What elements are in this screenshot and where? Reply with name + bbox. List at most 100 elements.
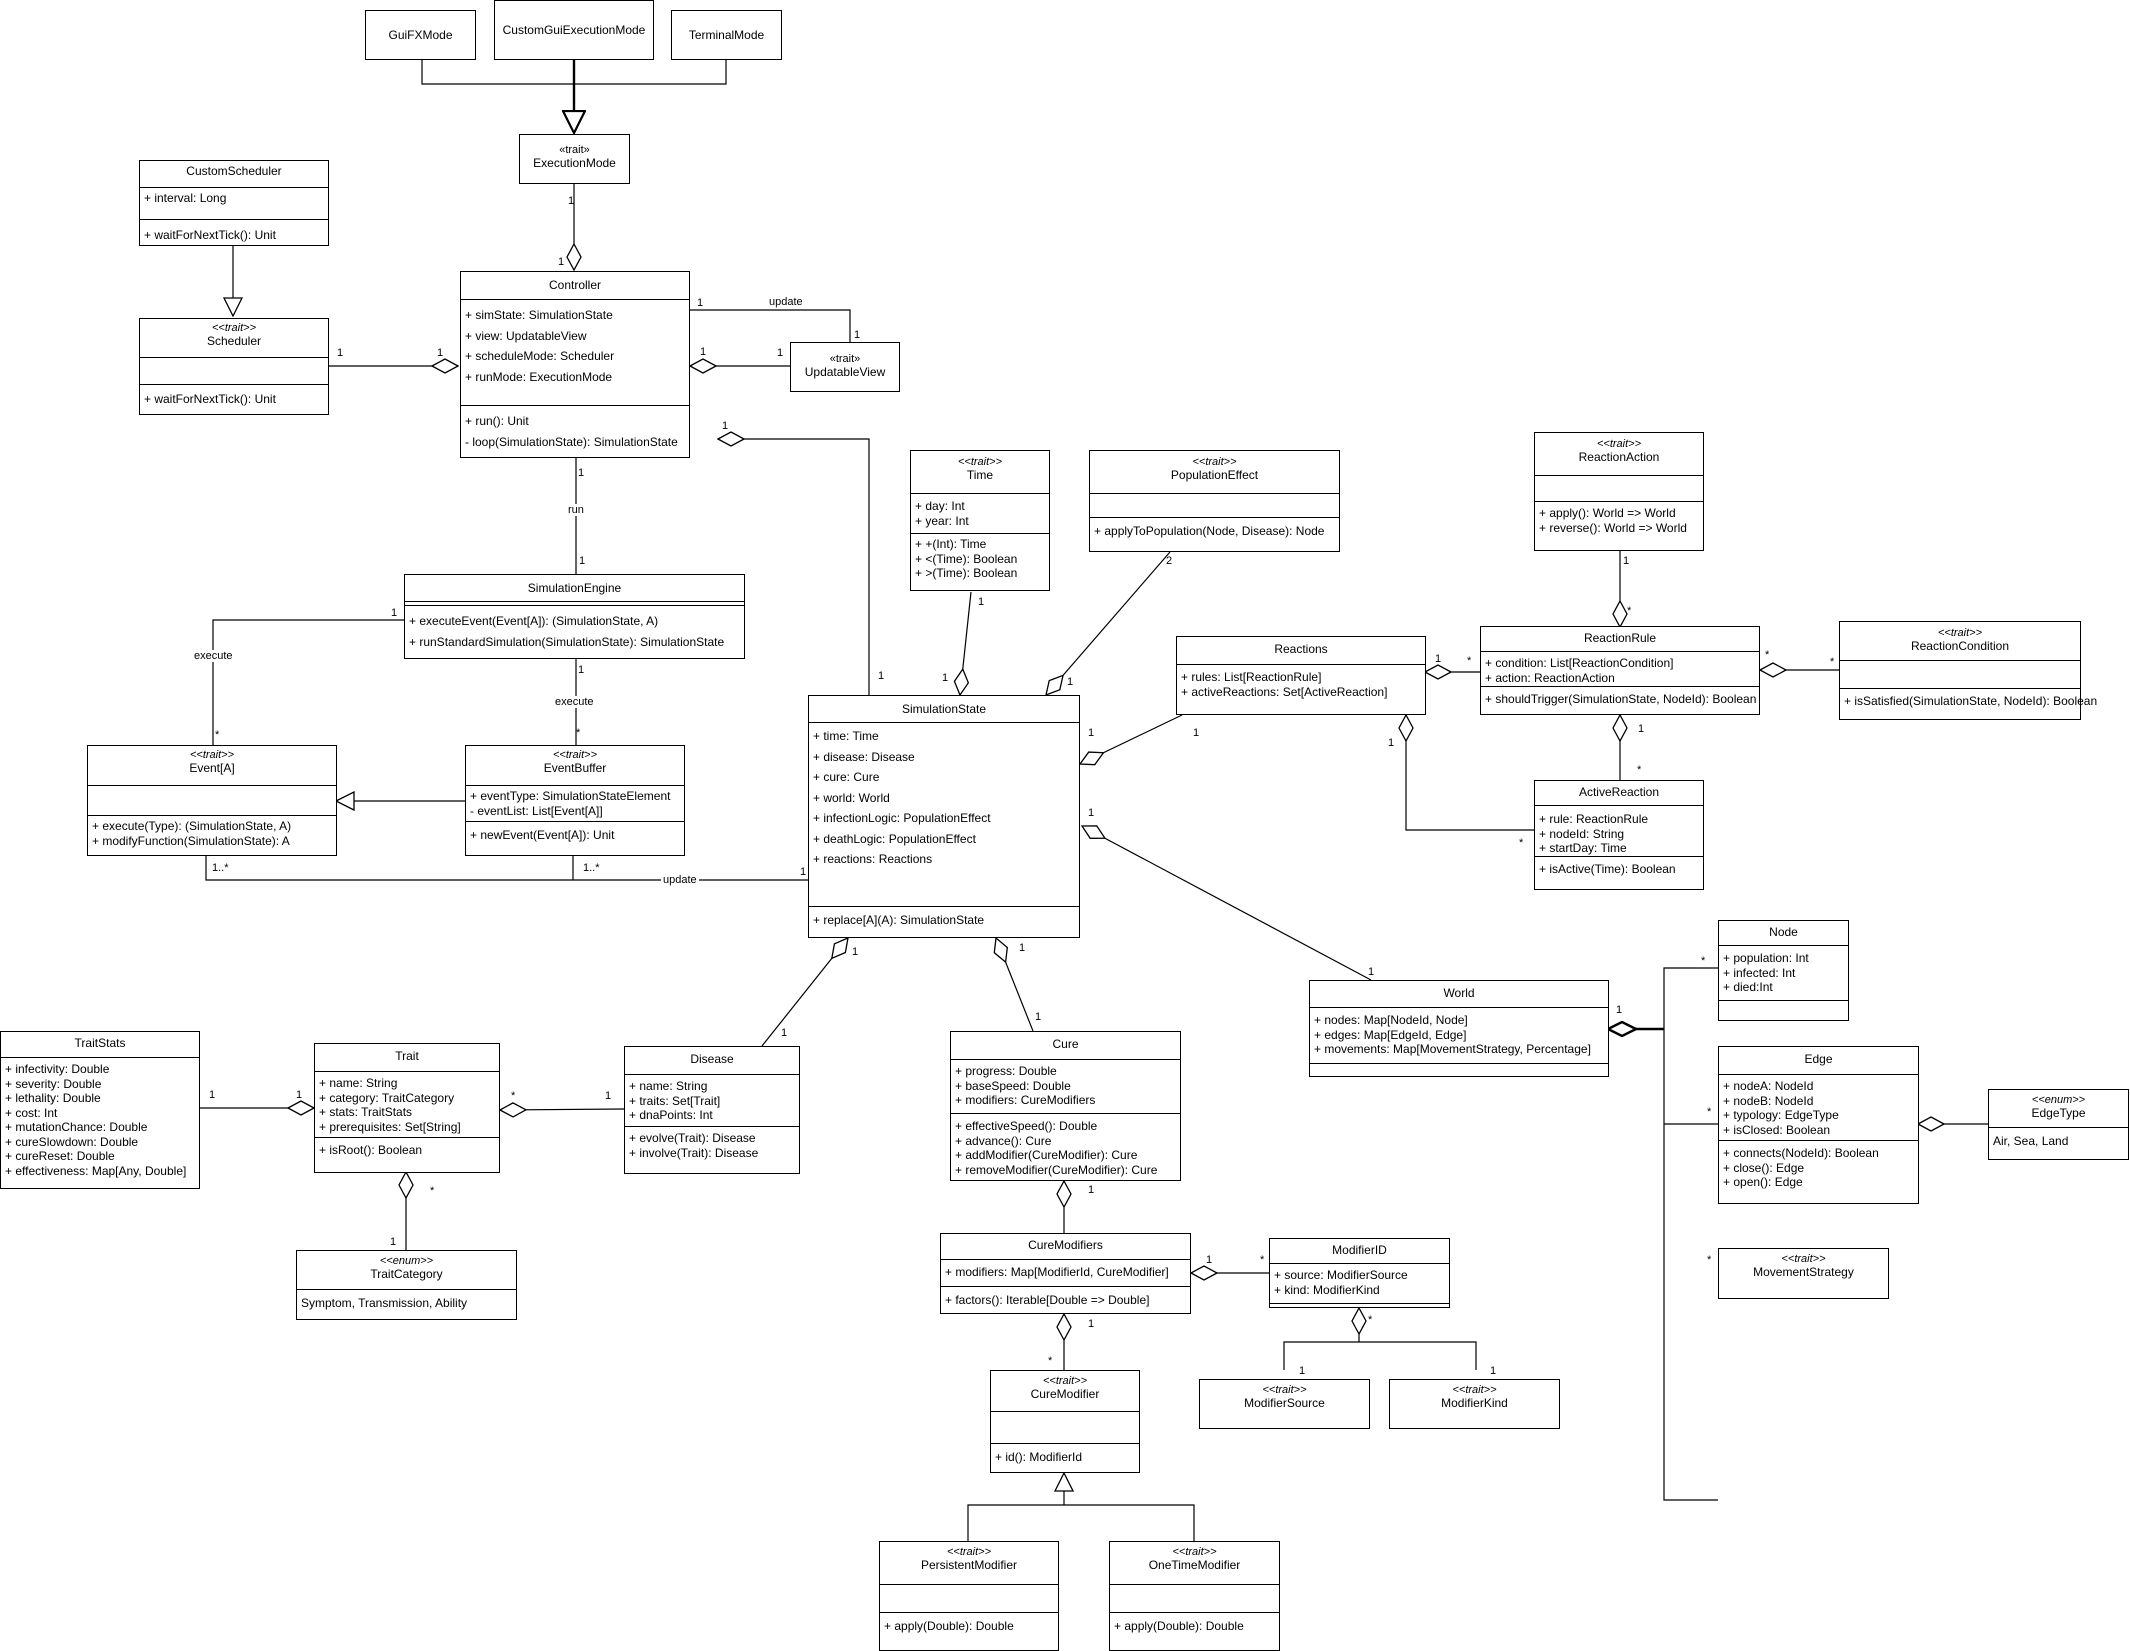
class-population-effect[interactable]: <<trait>> PopulationEffect + applyToPopu… (1089, 450, 1340, 552)
class-name: Node (1769, 925, 1798, 939)
method: + newEvent(Event[A]): Unit (470, 828, 615, 842)
attribute: + nodes: Map[NodeId, Node] (1314, 1013, 1468, 1027)
multiplicity-label: * (1707, 1106, 1712, 1118)
class-name: Edge (1804, 1052, 1833, 1066)
class-node[interactable]: Node + population: Int + infected: Int +… (1718, 920, 1849, 1021)
method: + >(Time): Boolean (915, 566, 1018, 580)
enum-values: Air, Sea, Land (1993, 1134, 2069, 1148)
assoc-state-cure (996, 938, 1034, 1032)
class-name: GuiFXMode (388, 28, 453, 42)
class-custom-gui-execution-mode[interactable]: CustomGuiExecutionMode (494, 0, 654, 60)
multiplicity-label: 1 (558, 256, 565, 268)
class-custom-scheduler[interactable]: CustomScheduler + interval: Long + waitF… (139, 160, 329, 246)
class-stereotype: <<trait>> (1781, 1253, 1826, 1265)
multiplicity-label: * (430, 1185, 435, 1197)
attribute: + infectionLogic: PopulationEffect (813, 811, 991, 825)
class-time[interactable]: <<trait>> Time + day: Int + year: Int + … (910, 450, 1050, 591)
attribute: + kind: ModifierKind (1274, 1282, 1380, 1297)
class-cure-modifier[interactable]: <<trait>> CureModifier + id(): ModifierI… (990, 1370, 1140, 1473)
class-guifx-mode[interactable]: GuiFXMode (365, 10, 476, 60)
association-label-run: run (566, 504, 586, 516)
class-controller[interactable]: Controller + simState: SimulationState +… (460, 271, 690, 458)
assoc-controller-simulationstate (718, 439, 870, 696)
class-modifier-id[interactable]: ModifierID + source: ModifierSource + ki… (1269, 1238, 1450, 1308)
multiplicity-label: 1 (781, 1027, 788, 1039)
attribute: + rule: ReactionRule (1539, 812, 1649, 826)
assoc-state-events-update (205, 855, 808, 881)
assoc-state-time (960, 591, 972, 695)
multiplicity-label: * (1368, 1314, 1373, 1326)
association-label-update: update (769, 296, 803, 308)
class-disease[interactable]: Disease + name: String + traits: Set[Tra… (624, 1046, 800, 1174)
attribute: + traits: Set[Trait] (629, 1093, 721, 1108)
class-cure[interactable]: Cure + progress: Double + baseSpeed: Dou… (950, 1031, 1181, 1181)
attribute: - eventList: List[Event[A]] (470, 803, 603, 818)
class-execution-mode[interactable]: «trait» ExecutionMode (519, 134, 630, 184)
class-modifier-source[interactable]: <<trait>> ModifierSource (1199, 1379, 1370, 1429)
class-edge[interactable]: Edge + nodeA: NodeId + nodeB: NodeId + t… (1718, 1046, 1919, 1204)
attribute: + prerequisites: Set[String] (319, 1119, 461, 1134)
attribute: + population: Int (1723, 951, 1809, 965)
multiplicity-label: 1 (878, 670, 885, 682)
class-name: World (1443, 986, 1475, 1000)
multiplicity-label: 1 (579, 555, 586, 567)
class-cure-modifiers[interactable]: CureModifiers + modifiers: Map[ModifierI… (940, 1233, 1191, 1314)
class-stereotype: <<trait>> (957, 456, 1003, 468)
class-name: Trait (395, 1049, 419, 1063)
class-active-reaction[interactable]: ActiveReaction + rule: ReactionRule + no… (1534, 780, 1704, 890)
attribute: + disease: Disease (813, 749, 915, 764)
multiplicity-label: 1 (1616, 1004, 1623, 1016)
class-one-time-modifier[interactable]: <<trait>> OneTimeModifier + apply(Double… (1109, 1541, 1280, 1651)
method: + close(): Edge (1723, 1160, 1805, 1175)
class-modifier-kind[interactable]: <<trait>> ModifierKind (1389, 1379, 1560, 1429)
class-edge-type[interactable]: <<enum>> EdgeType Air, Sea, Land (1988, 1089, 2129, 1160)
class-persistent-modifier[interactable]: <<trait>> PersistentModifier + apply(Dou… (879, 1541, 1059, 1651)
attribute: + nodeId: String (1539, 826, 1625, 841)
class-name: CustomScheduler (186, 164, 282, 178)
method: + execute(Type): (SimulationState, A) (92, 819, 292, 833)
attribute: + condition: List[ReactionCondition] (1485, 656, 1674, 670)
class-event-buffer[interactable]: <<trait>> EventBuffer + eventType: Simul… (465, 745, 685, 856)
multiplicity-label: 1 (568, 195, 575, 207)
class-world[interactable]: World + nodes: Map[NodeId, Node] + edges… (1309, 980, 1609, 1077)
class-stereotype: <<trait>> (211, 322, 257, 334)
multiplicity-label: 1 (1088, 807, 1095, 819)
class-simulation-engine[interactable]: SimulationEngine + executeEvent(Event[A]… (404, 574, 745, 659)
class-name: SimulationState (901, 702, 987, 716)
association-label-execute: execute (192, 650, 235, 662)
class-terminal-mode[interactable]: TerminalMode (671, 10, 782, 60)
multiplicity-label: 1 (852, 946, 859, 958)
class-reaction-condition[interactable]: <<trait>> ReactionCondition + isSatisfie… (1839, 621, 2097, 720)
attribute: + category: TraitCategory (319, 1090, 455, 1105)
method: + addModifier(CureModifier): Cure (955, 1148, 1138, 1162)
class-stereotype: <<trait>> (1192, 456, 1237, 468)
multiplicity-label: * (1637, 764, 1642, 776)
class-stereotype: <<trait>> (1042, 1375, 1088, 1387)
attribute: + startDay: Time (1539, 841, 1627, 855)
class-movement-strategy[interactable]: <<trait>> MovementStrategy (1718, 1248, 1889, 1299)
class-stereotype: «trait» (559, 144, 590, 156)
class-simulation-state[interactable]: SimulationState + time: Time + disease: … (808, 695, 1080, 938)
class-name: UpdatableView (804, 365, 886, 379)
gen-modifiers-curemodifier (967, 1504, 1195, 1541)
class-scheduler[interactable]: <<trait>> Scheduler + waitForNextTick():… (139, 318, 329, 415)
class-reactions[interactable]: Reactions + rules: List[ReactionRule] + … (1176, 636, 1426, 715)
class-reaction-rule[interactable]: ReactionRule + condition: List[ReactionC… (1480, 626, 1760, 715)
attribute: + stats: TraitStats (319, 1105, 413, 1119)
class-event[interactable]: <<trait>> Event[A] + execute(Type): (Sim… (87, 745, 337, 856)
multiplicity-label: 1 (1019, 942, 1026, 954)
assoc-state-world (1082, 826, 1372, 981)
class-updatable-view[interactable]: «trait» UpdatableView (790, 342, 900, 392)
class-trait-category[interactable]: <<enum>> TraitCategory Symptom, Transmis… (296, 1250, 517, 1320)
method: + apply(): World => World (1539, 506, 1676, 520)
class-stereotype: <<enum>> (2031, 1094, 2086, 1106)
class-trait[interactable]: Trait + name: String + category: TraitCa… (314, 1043, 500, 1173)
class-reaction-action[interactable]: <<trait>> ReactionAction + apply(): Worl… (1534, 432, 1704, 551)
multiplicity-label: 1 (722, 420, 729, 432)
method: + executeEvent(Event[A]): (SimulationSta… (409, 614, 659, 628)
multiplicity-label: 1 (1623, 555, 1630, 567)
multiplicity-label: 1..* (212, 862, 229, 874)
class-trait-stats[interactable]: TraitStats + infectivity: Double + sever… (0, 1031, 200, 1189)
attribute: + action: ReactionAction (1485, 670, 1615, 685)
